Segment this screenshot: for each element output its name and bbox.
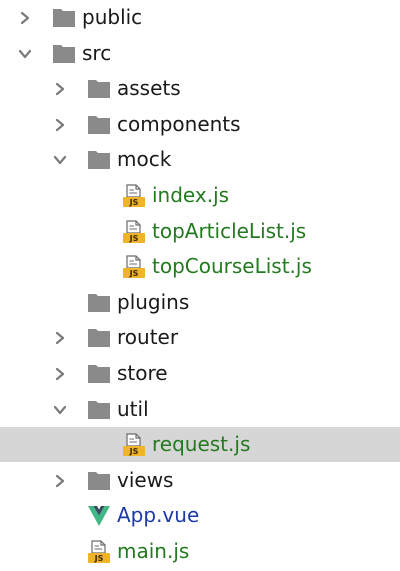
tree-item-label: util: [117, 397, 149, 421]
tree-item-src[interactable]: src: [0, 36, 400, 71]
folder-icon: [87, 326, 111, 350]
tree-item-plugins[interactable]: plugins: [0, 285, 400, 320]
folder-icon: [52, 42, 76, 66]
folder-icon: [87, 148, 111, 172]
chevron-right-icon[interactable]: [53, 474, 67, 488]
vue-file-icon: [87, 504, 111, 528]
chevron-right-icon[interactable]: [53, 82, 67, 96]
folder-icon: [87, 291, 111, 315]
chevron-right-icon[interactable]: [18, 11, 32, 25]
chevron-down-icon[interactable]: [53, 403, 67, 417]
folder-icon: [87, 362, 111, 386]
js-badge-text: JS: [129, 269, 139, 278]
tree-item-assets[interactable]: assets: [0, 71, 400, 106]
tree-item-label: public: [82, 5, 143, 29]
tree-item-topcourselist-js[interactable]: JS topCourseList.js: [0, 249, 400, 284]
tree-item-label: assets: [117, 76, 181, 100]
tree-item-main-js[interactable]: JS main.js: [0, 534, 400, 569]
tree-item-request-js[interactable]: JS request.js: [0, 427, 400, 462]
js-badge-text: JS: [129, 198, 139, 207]
chevron-right-icon[interactable]: [53, 118, 67, 132]
js-file-icon: JS: [122, 255, 146, 279]
chevron-right-icon[interactable]: [53, 331, 67, 345]
tree-item-label: views: [117, 468, 174, 492]
tree-item-label: components: [117, 112, 241, 136]
js-file-icon: JS: [122, 220, 146, 244]
tree-item-label: topArticleList.js: [152, 219, 307, 243]
tree-item-store[interactable]: store: [0, 356, 400, 391]
chevron-down-icon[interactable]: [18, 47, 32, 61]
tree-item-label: request.js: [152, 432, 251, 456]
tree-item-toparticlelist-js[interactable]: JS topArticleList.js: [0, 214, 400, 249]
tree-item-public[interactable]: public: [0, 0, 400, 35]
folder-icon: [87, 77, 111, 101]
tree-item-label: index.js: [152, 183, 230, 207]
tree-item-router[interactable]: router: [0, 320, 400, 355]
folder-icon: [87, 469, 111, 493]
js-badge-text: JS: [129, 447, 139, 456]
tree-item-label: App.vue: [117, 503, 200, 527]
js-badge-text: JS: [94, 554, 104, 563]
tree-item-views[interactable]: views: [0, 463, 400, 498]
folder-icon: [87, 113, 111, 137]
js-file-icon: JS: [122, 433, 146, 457]
tree-item-label: plugins: [117, 290, 190, 314]
chevron-down-icon[interactable]: [53, 153, 67, 167]
tree-item-mock[interactable]: mock: [0, 142, 400, 177]
tree-item-label: src: [82, 41, 112, 65]
tree-item-label: topCourseList.js: [152, 254, 312, 278]
folder-icon: [52, 6, 76, 30]
tree-item-app-vue[interactable]: App.vue: [0, 498, 400, 533]
folder-icon: [87, 398, 111, 422]
tree-item-label: main.js: [117, 539, 190, 563]
js-file-icon: JS: [87, 540, 111, 564]
tree-item-label: router: [117, 325, 179, 349]
tree-item-util[interactable]: util: [0, 392, 400, 427]
chevron-right-icon[interactable]: [53, 367, 67, 381]
tree-item-components[interactable]: components: [0, 107, 400, 142]
js-badge-text: JS: [129, 234, 139, 243]
tree-item-label: store: [117, 361, 168, 385]
js-file-icon: JS: [122, 184, 146, 208]
tree-item-index-js[interactable]: JS index.js: [0, 178, 400, 213]
tree-item-label: mock: [117, 147, 172, 171]
